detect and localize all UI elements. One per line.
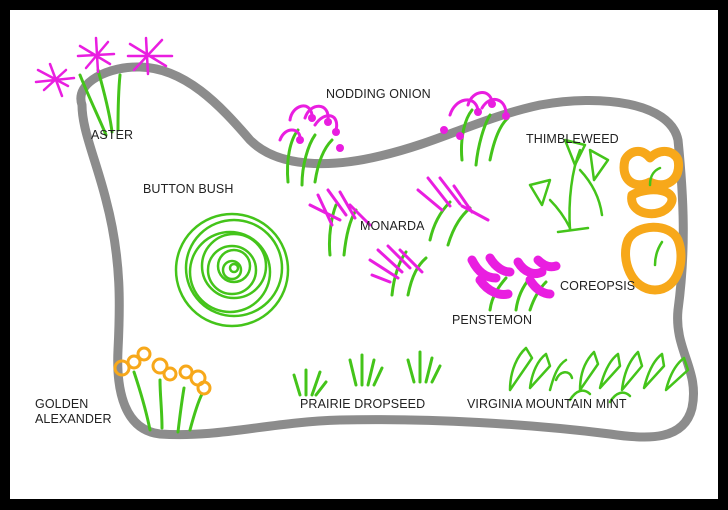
garden-drawing (34, 36, 698, 442)
garden-bed-outline (76, 62, 698, 442)
label-golden-alexander-line2: ALEXANDER (35, 412, 112, 426)
garden-plan-canvas: ASTER NODDING ONION THIMBLEWEED BUTTON B… (10, 10, 718, 499)
virginia-mountain-mint-plant-icon (508, 346, 690, 404)
golden-alexander-plant-icon (113, 346, 212, 434)
button-bush-plant-icon (174, 212, 290, 328)
aster-plant-icon (34, 36, 174, 137)
nodding-onion-plant-icon (278, 91, 510, 187)
label-penstemon: PENSTEMON (452, 313, 533, 327)
label-prairie-dropseed: PRAIRIE DROPSEED (300, 397, 426, 411)
label-monarda: MONARDA (360, 219, 425, 233)
coreopsis-plant-icon (619, 147, 686, 295)
label-coreopsis: COREOPSIS (560, 279, 636, 293)
label-nodding-onion: NODDING ONION (326, 87, 431, 101)
label-virginia-mountain-mint: VIRGINIA MOUNTAIN MINT (467, 397, 627, 411)
monarda-plant-icon (308, 176, 490, 297)
label-thimbleweed: THIMBLEWEED (526, 132, 619, 146)
thimbleweed-plant-icon (528, 138, 610, 234)
label-aster: ASTER (91, 128, 134, 142)
label-golden-alexander: GOLDEN ALEXANDER (35, 397, 112, 427)
label-button-bush: BUTTON BUSH (143, 182, 234, 196)
penstemon-plant-icon (467, 253, 561, 312)
label-golden-alexander-line1: GOLDEN (35, 397, 89, 411)
prairie-dropseed-plant-icon (292, 350, 442, 397)
